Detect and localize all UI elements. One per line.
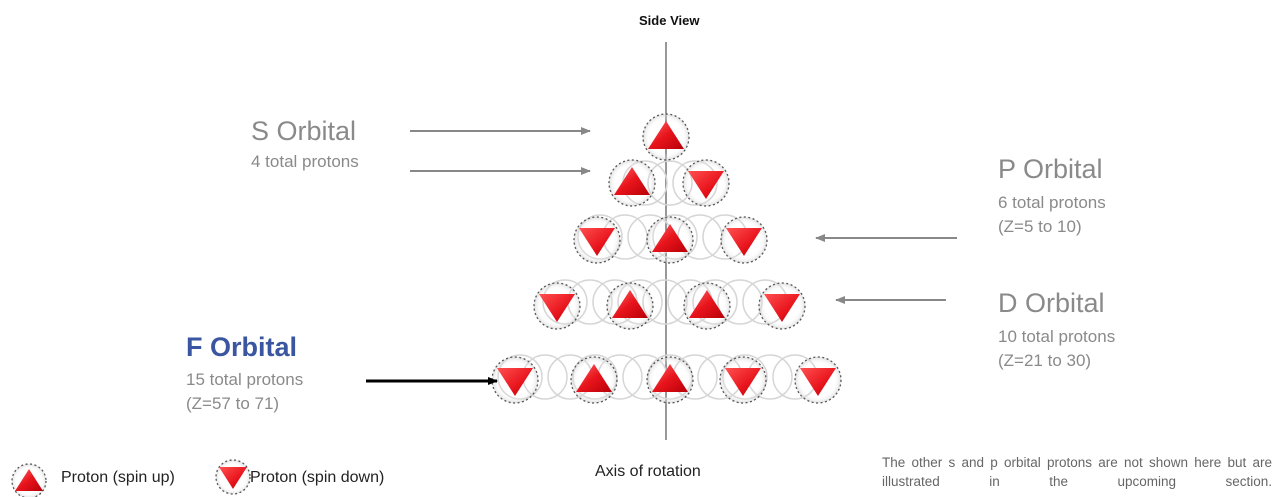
legend-spin-up-label: Proton (spin up): [61, 469, 175, 487]
d-orbital-count: 10 total protons: [998, 325, 1115, 349]
legend-spin-down-label: Proton (spin down): [250, 469, 384, 487]
proton-spin-up: [643, 114, 689, 160]
d-orbital-range: (Z=21 to 30): [998, 349, 1115, 373]
proton-spin-up: [647, 217, 693, 263]
page-title: Side View: [639, 13, 699, 28]
axis-label: Axis of rotation: [595, 463, 701, 481]
spin-down-triangle-icon: [216, 460, 250, 494]
proton-spin-down: [683, 160, 729, 206]
proton-spin-up: [571, 357, 617, 403]
p-orbital-label: P Orbital 6 total protons (Z=5 to 10): [998, 156, 1106, 239]
proton-grid: [492, 114, 841, 403]
proton-spin-down: [574, 217, 620, 263]
s-orbital-count: 4 total protons: [251, 150, 359, 174]
p-orbital-name: P Orbital: [998, 156, 1106, 183]
p-orbital-count: 6 total protons: [998, 191, 1106, 215]
proton-spin-down: [721, 217, 767, 263]
proton-spin-down: [795, 357, 841, 403]
proton-spin-up: [684, 283, 730, 329]
proton-spin-down: [534, 283, 580, 329]
f-orbital-range: (Z=57 to 71): [186, 392, 303, 416]
proton-spin-down: [759, 283, 805, 329]
proton-spin-up: [607, 283, 653, 329]
proton-spin-up: [647, 357, 693, 403]
f-orbital-name: F Orbital: [186, 334, 303, 361]
proton-spin-down: [492, 357, 538, 403]
p-orbital-range: (Z=5 to 10): [998, 215, 1106, 239]
d-orbital-name: D Orbital: [998, 290, 1115, 317]
f-orbital-label: F Orbital 15 total protons (Z=57 to 71): [186, 334, 303, 416]
f-orbital-count: 15 total protons: [186, 368, 303, 392]
s-orbital-label: S Orbital 4 total protons: [251, 118, 359, 174]
footnote: The other s and p orbital protons are no…: [882, 453, 1272, 491]
proton-spin-up: [609, 160, 655, 206]
proton-spin-down: [720, 357, 766, 403]
s-orbital-name: S Orbital: [251, 118, 359, 145]
d-orbital-label: D Orbital 10 total protons (Z=21 to 30): [998, 290, 1115, 373]
spin-up-triangle-icon: [12, 464, 46, 497]
